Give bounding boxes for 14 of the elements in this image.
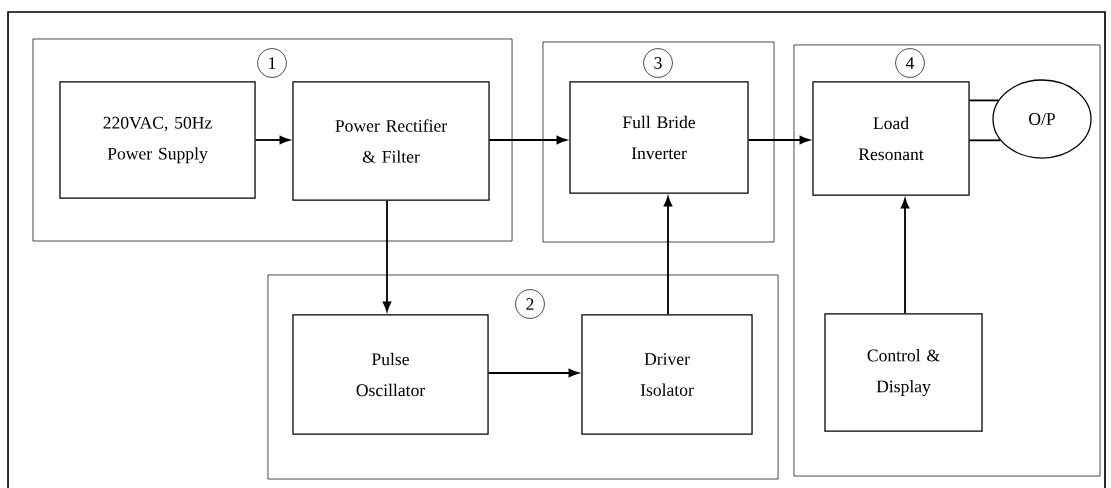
arrow	[487, 368, 579, 378]
block-box: Control & Display	[824, 313, 983, 432]
block-box: Power Rectifier & Filter	[292, 81, 490, 201]
block-box: Pulse Oscillator	[292, 314, 489, 435]
arrow	[488, 135, 567, 145]
block-box: Load Resonant	[812, 81, 970, 196]
arrow	[254, 135, 290, 145]
block-box: Driver Isolator	[581, 314, 753, 435]
arrow	[900, 198, 910, 315]
block-box: Full Bride Inverter	[569, 81, 749, 194]
arrow	[382, 199, 392, 312]
block-box: 220VAC, 50Hz Power Supply	[59, 81, 256, 199]
arrow	[663, 196, 673, 316]
arrow	[747, 135, 810, 145]
